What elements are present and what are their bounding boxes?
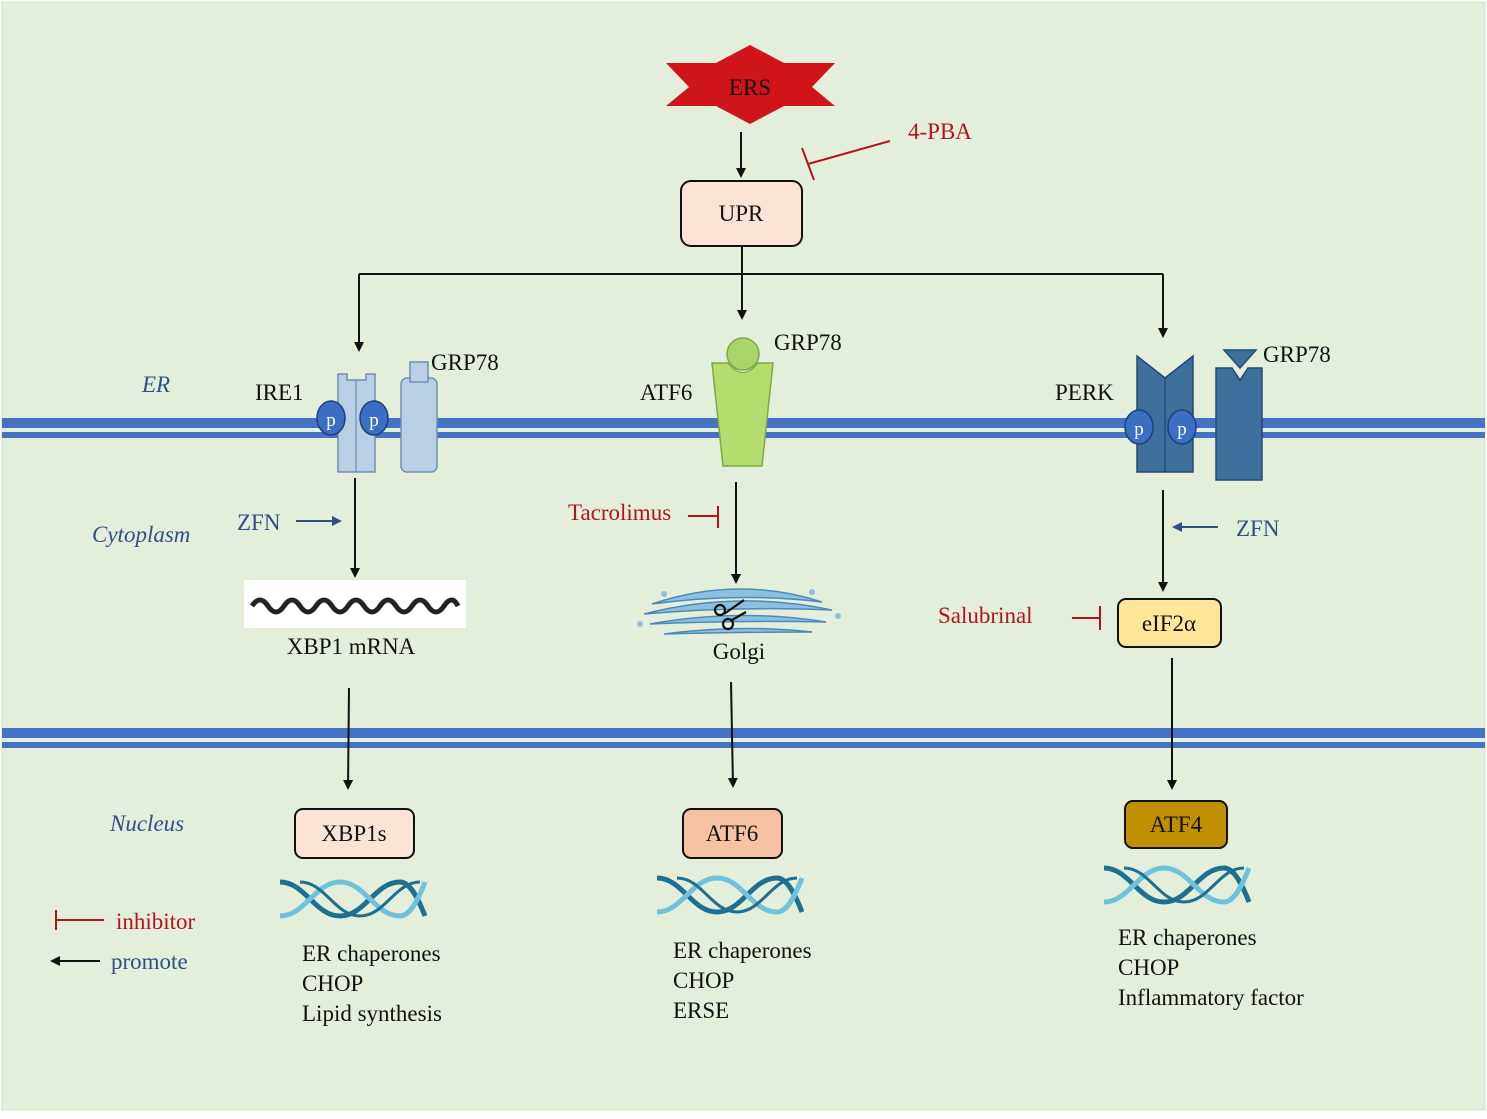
legend-inhibitor-symbol [55,910,104,930]
svg-text:ER chaperones: ER chaperones [673,938,812,963]
nuclear-membrane [2,728,1485,748]
perk-label: PERK [1055,380,1114,405]
grp78-label-perk: GRP78 [1263,342,1331,367]
phospho-icon [1124,409,1154,445]
grp78-label-atf6: GRP78 [774,330,842,355]
region-label-nucleus: Nucleus [109,811,184,836]
zfn-label-perk: ZFN [1236,516,1280,541]
scissors-icon [713,599,747,631]
svg-text:p: p [369,410,379,431]
ers-star: ERS [666,45,835,124]
inhibition-tacrolimus [688,506,719,528]
xbp1-mrna-label: XBP1 mRNA [287,634,416,659]
grp78-ire1 [400,361,438,473]
svg-text:p: p [1134,419,1144,440]
atf6-nuclear-box: ATF6 [682,808,783,859]
ire1-receptor: p p [316,373,389,473]
eif2a-box: eIF2α [1117,598,1222,648]
region-label-er: ER [141,372,170,397]
svg-text:CHOP: CHOP [302,971,363,996]
dna-icon [279,879,428,919]
ire1-label: IRE1 [255,380,304,405]
grp78-atf6 [726,337,760,371]
golgi-icon [637,588,841,635]
tacrolimus-label: Tacrolimus [568,500,671,525]
golgi-label: Golgi [713,639,765,664]
atf6-receptor-label: ATF6 [640,380,692,405]
phospho-icon [1167,409,1197,445]
ers-label: ERS [729,75,771,100]
phospho-icon [359,400,389,436]
salubrinal-label: Salubrinal [938,603,1033,628]
arrow-xbp1-nucleus [343,687,354,790]
svg-text:ER chaperones: ER chaperones [1118,925,1257,950]
perk-receptor: p p [1124,354,1197,473]
upr-label: UPR [719,201,764,226]
arrow-golgi-nucleus [727,681,738,788]
legend-promote-label: promote [111,949,188,974]
grp78-label-ire1: GRP78 [431,350,499,375]
eif2a-label: eIF2α [1142,611,1196,636]
xbp1s-label: XBP1s [321,821,386,846]
svg-text:ER chaperones: ER chaperones [302,941,441,966]
grp78-perk [1215,349,1263,481]
perk-targets: ER chaperones CHOP Inflammatory factor [1118,925,1304,1010]
inhibitor-4pba-label: 4-PBA [908,119,972,144]
svg-text:p: p [1177,419,1187,440]
svg-text:Lipid synthesis: Lipid synthesis [302,1001,442,1026]
svg-text:ERSE: ERSE [673,998,729,1023]
legend: inhibitor promote [50,909,196,974]
inhibition-4pba [801,140,891,181]
atf6-receptor [711,337,774,467]
phospho-icon [316,400,346,436]
atf6-nuclear-label: ATF6 [706,821,758,846]
xbp1s-box: XBP1s [294,808,415,859]
atf4-box: ATF4 [1124,800,1228,849]
dna-icon [1103,865,1252,905]
inhibition-salubrinal [1072,606,1101,630]
atf6-targets: ER chaperones CHOP ERSE [673,938,812,1023]
legend-inhibitor-label: inhibitor [116,909,196,934]
upr-box: UPR [680,180,803,247]
svg-text:CHOP: CHOP [1118,955,1179,980]
svg-text:Inflammatory factor: Inflammatory factor [1118,985,1304,1010]
xbp1-mrna-icon [244,580,466,628]
atf4-label: ATF4 [1150,812,1203,837]
svg-text:CHOP: CHOP [673,968,734,993]
zfn-label-ire1: ZFN [237,510,281,535]
region-label-cytoplasm: Cytoplasm [92,522,190,547]
branch-connectors [354,246,1168,352]
ire1-targets: ER chaperones CHOP Lipid synthesis [302,941,442,1026]
dna-icon [656,875,805,915]
svg-text:p: p [326,410,336,431]
